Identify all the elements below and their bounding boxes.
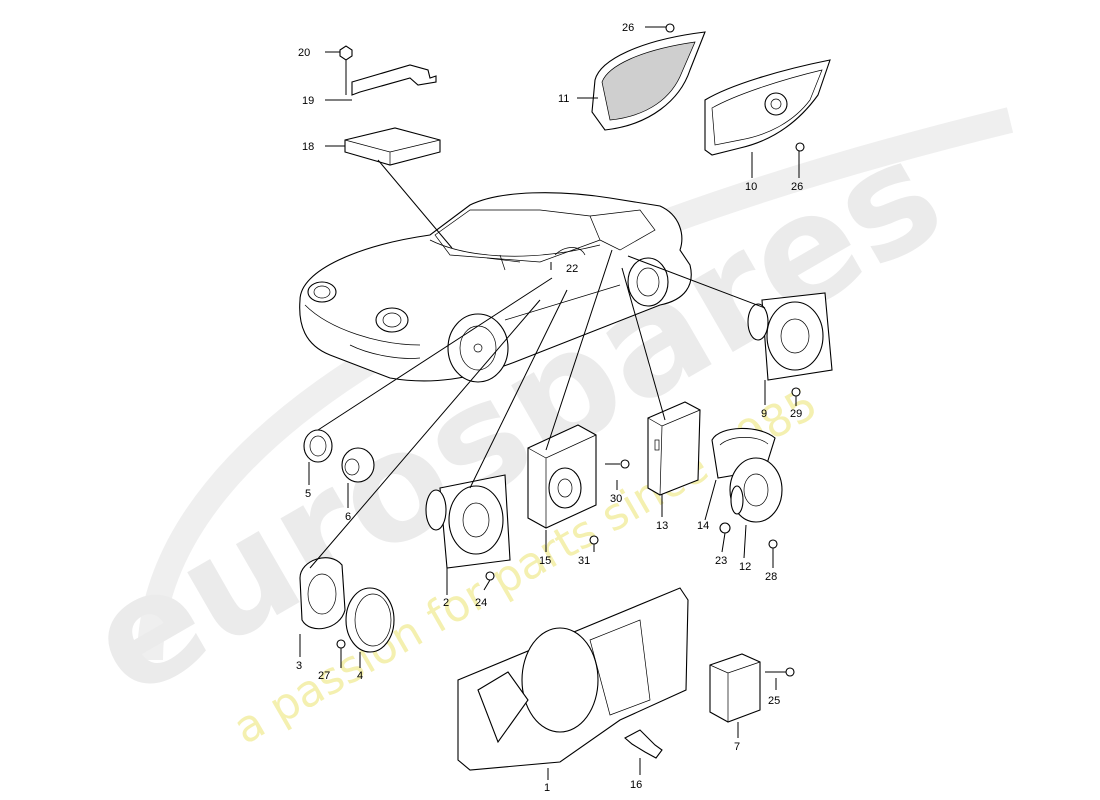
- part-27-screw[interactable]: [336, 639, 346, 649]
- callout-7[interactable]: 7: [734, 741, 740, 753]
- fasteners: [336, 23, 805, 677]
- part-26-screw-a[interactable]: [665, 23, 675, 33]
- callout-10[interactable]: 10: [745, 181, 757, 193]
- part-4-grille[interactable]: [345, 587, 395, 653]
- part-23-nut[interactable]: [719, 522, 731, 534]
- part-24-screw[interactable]: [485, 571, 495, 581]
- part-7-module[interactable]: [709, 653, 761, 723]
- callout-11[interactable]: 11: [558, 93, 569, 105]
- callout-26-top[interactable]: 26: [622, 22, 634, 34]
- part-18-amplifier[interactable]: [344, 127, 441, 166]
- callout-3[interactable]: 3: [296, 660, 302, 672]
- callout-9[interactable]: 9: [761, 408, 767, 420]
- part-6-tweeter[interactable]: [341, 447, 375, 483]
- car-illustration: [299, 192, 692, 383]
- callout-25[interactable]: 25: [768, 695, 780, 707]
- callout-12[interactable]: 12: [739, 561, 751, 573]
- callout-24[interactable]: 24: [475, 597, 487, 609]
- callout-19[interactable]: 19: [302, 95, 314, 107]
- part-2-speaker[interactable]: [425, 474, 511, 569]
- part-28-screw[interactable]: [768, 539, 778, 549]
- part-10-speaker-frame[interactable]: [704, 59, 831, 156]
- callout-27[interactable]: 27: [318, 670, 330, 682]
- callout-1[interactable]: 1: [544, 782, 550, 794]
- part-13-crossover[interactable]: [647, 401, 701, 496]
- callout-22[interactable]: 22: [566, 263, 578, 275]
- part-30-screw[interactable]: [620, 459, 630, 469]
- part-20-nut[interactable]: [339, 45, 353, 61]
- callout-2[interactable]: 2: [443, 597, 449, 609]
- leader-lines: [299, 26, 800, 780]
- part-5-tweeter-ring[interactable]: [303, 429, 333, 463]
- part-19-bracket[interactable]: [351, 64, 437, 96]
- part-25-screw[interactable]: [785, 667, 795, 677]
- callout-23[interactable]: 23: [715, 555, 727, 567]
- callout-30[interactable]: 30: [610, 493, 622, 505]
- part-11-grille[interactable]: [591, 31, 706, 131]
- part-16-bracket[interactable]: [624, 729, 663, 759]
- part-9-speaker[interactable]: [747, 292, 833, 381]
- callout-18[interactable]: 18: [302, 141, 314, 153]
- callout-16[interactable]: 16: [630, 779, 642, 791]
- callout-4[interactable]: 4: [357, 670, 363, 682]
- callout-26-right[interactable]: 26: [791, 181, 803, 193]
- callout-20[interactable]: 20: [298, 47, 310, 59]
- callout-15[interactable]: 15: [539, 555, 551, 567]
- callout-labels: 20 19 18 26 11 10 26 22 9 29 5 6 30 13 1…: [296, 22, 803, 794]
- part-1-door-panel[interactable]: [457, 587, 689, 771]
- callout-28[interactable]: 28: [765, 571, 777, 583]
- part-12-speaker[interactable]: [729, 457, 783, 523]
- part-3-speaker[interactable]: [299, 557, 346, 630]
- callout-29[interactable]: 29: [790, 408, 802, 420]
- part-15-speaker-enclosure[interactable]: [527, 424, 597, 529]
- part-31-screw[interactable]: [589, 535, 599, 545]
- callout-14[interactable]: 14: [697, 520, 709, 532]
- callout-6[interactable]: 6: [345, 511, 351, 523]
- callout-31[interactable]: 31: [578, 555, 590, 567]
- part-26-screw-b[interactable]: [795, 142, 805, 152]
- part-29-screw[interactable]: [791, 387, 801, 397]
- callout-5[interactable]: 5: [305, 488, 311, 500]
- callout-13[interactable]: 13: [656, 520, 668, 532]
